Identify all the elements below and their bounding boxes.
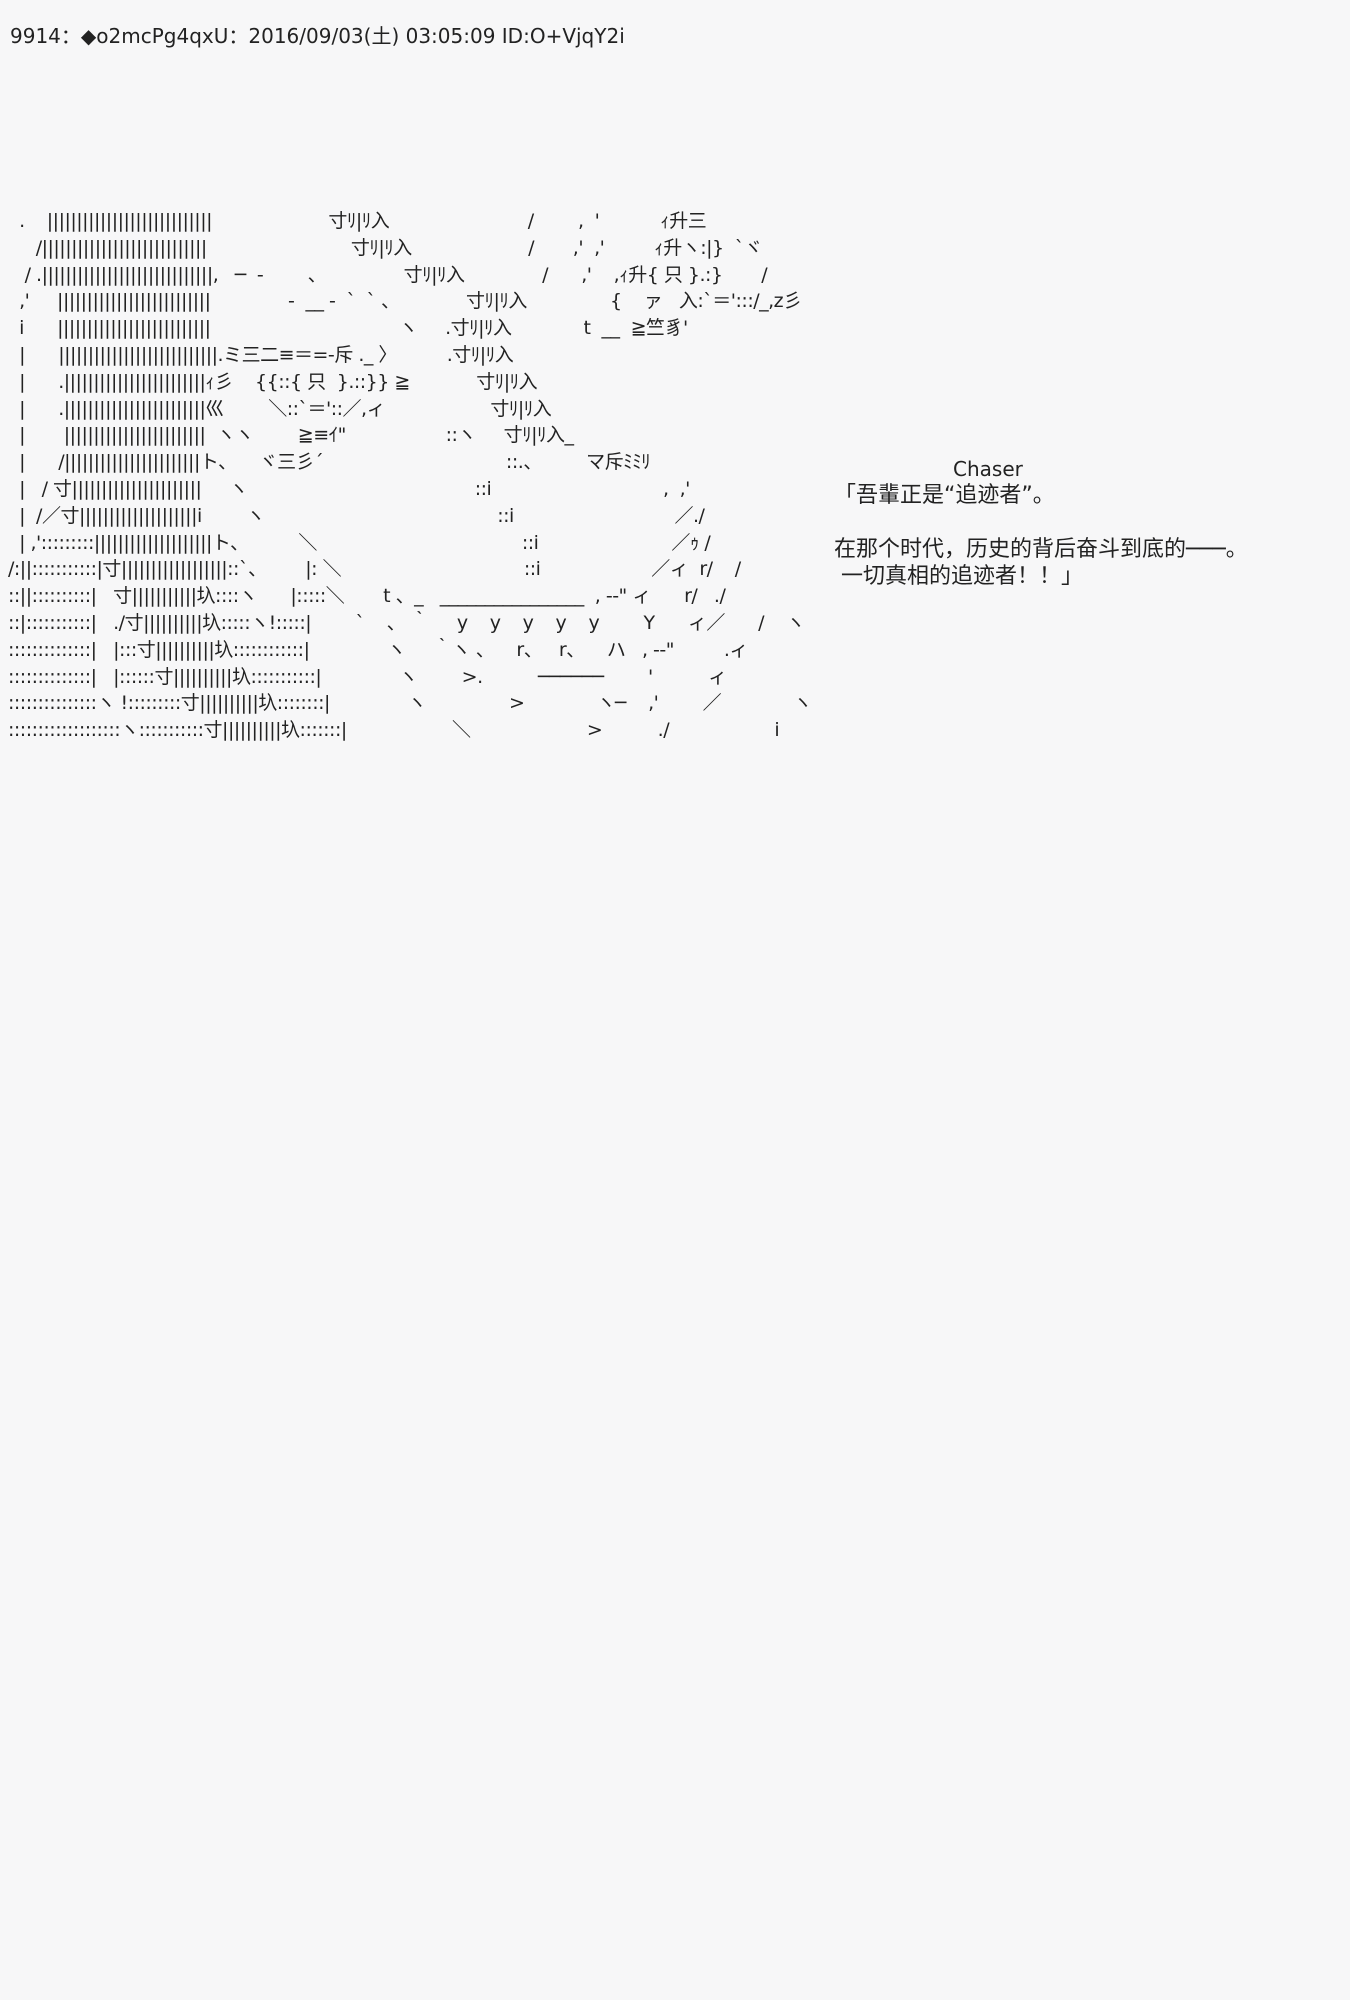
ascii-art: . |||||||||||||||||||||||||||| 寸ﾘ|ﾘ入 / ,… [8,210,808,742]
dialogue-text: 「吾輩正是“追迹者”。 在那个时代，历史的背后奋斗到底的───。 一切真相的追迹… [834,483,1248,589]
speaker-name: Chaser [953,457,1023,481]
post-header: 9914：◆o2mcPg4qxU：2016/09/03(土) 03:05:09 … [10,24,625,48]
